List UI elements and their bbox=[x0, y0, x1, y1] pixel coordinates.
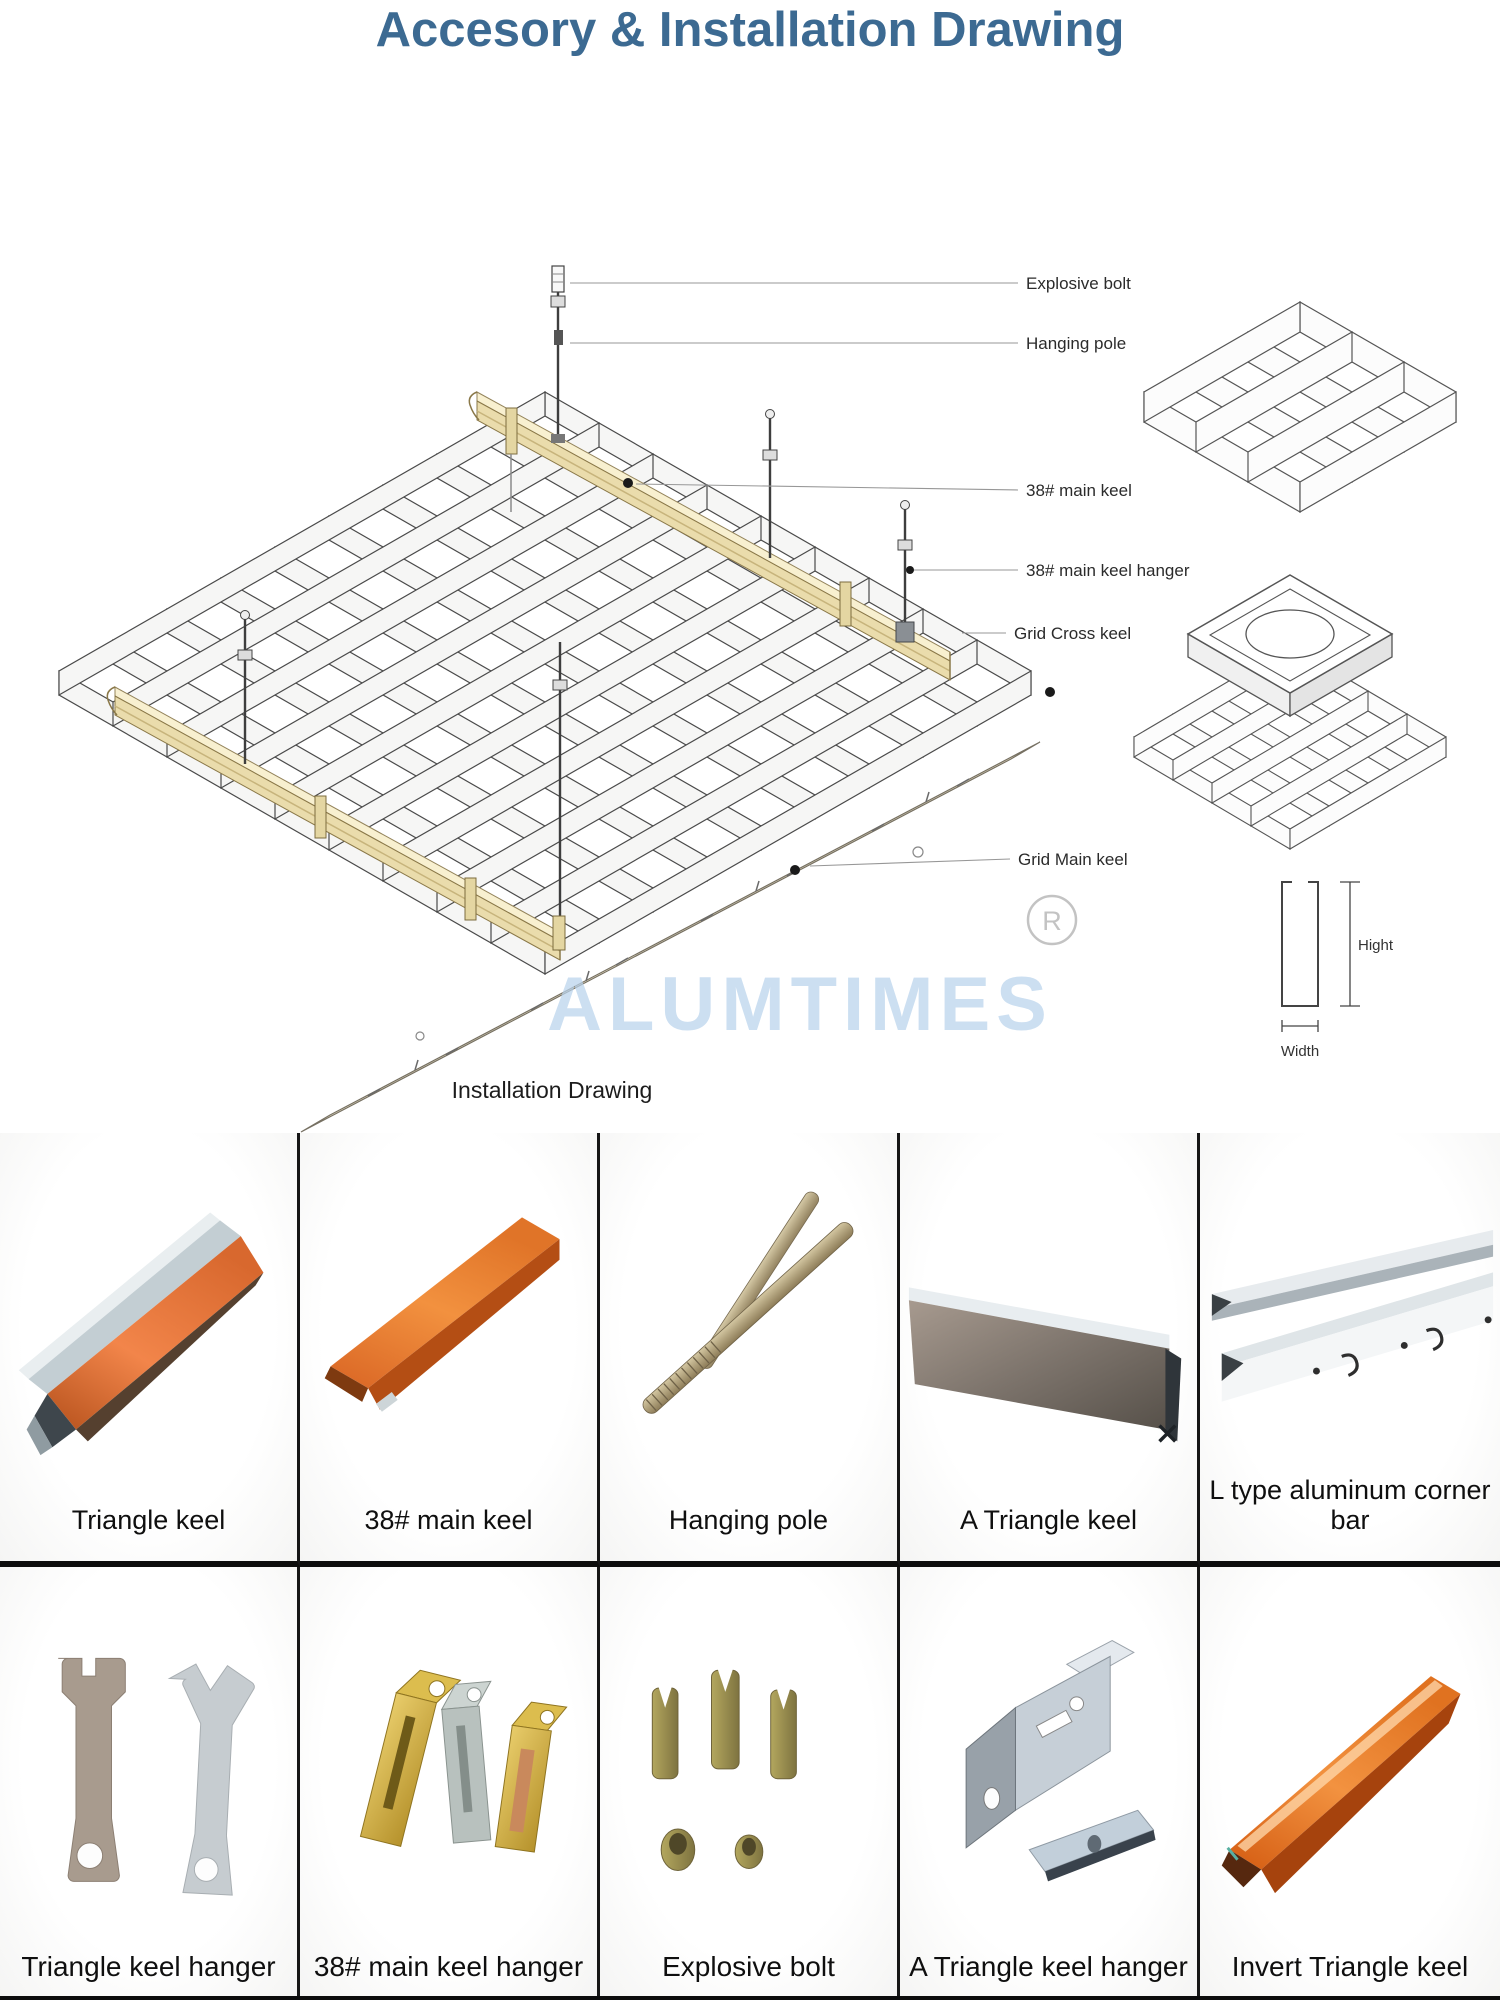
invert-triangle-keel-photo bbox=[1200, 1567, 1500, 1951]
registered-mark: R bbox=[1042, 906, 1062, 936]
detail-cross-keel bbox=[1143, 301, 1457, 513]
product-cell-triangle-keel: Triangle keel bbox=[0, 1133, 300, 1567]
product-label: Hanging pole bbox=[668, 1504, 829, 1535]
product-cell-l-corner-bar: L type aluminum corner bar bbox=[1200, 1133, 1500, 1567]
callout-main-keel-hanger: 38# main keel hanger bbox=[1026, 561, 1190, 580]
callout-main-keel: 38# main keel bbox=[1026, 481, 1132, 500]
height-dimension-label: Hight bbox=[1358, 937, 1394, 954]
triangle-keel-hanger-photo bbox=[0, 1567, 297, 1951]
main-keel-photo bbox=[300, 1133, 597, 1505]
triangle-keel-image bbox=[18, 1212, 263, 1456]
registered-mark-circle bbox=[1026, 894, 1078, 946]
page-title: Accesory & Installation Drawing bbox=[375, 3, 1125, 57]
explosive-bolt-photo bbox=[600, 1567, 897, 1951]
invert-triangle-keel-image bbox=[1221, 1675, 1461, 1893]
a-triangle-keel-photo bbox=[900, 1133, 1197, 1505]
product-table: Triangle keel 38# main keel bbox=[0, 1133, 1500, 2000]
product-cell-explosive-bolt: Explosive bolt bbox=[600, 1567, 900, 1996]
watermark-text: ALUMTIMES bbox=[547, 962, 1053, 1047]
product-cell-a-triangle-keel-hanger: A Triangle keel hanger bbox=[900, 1567, 1200, 1996]
hanging-pole-photo bbox=[600, 1133, 897, 1505]
product-label: A Triangle keel hanger bbox=[909, 1950, 1188, 1982]
product-label: Triangle keel hanger bbox=[21, 1950, 276, 1982]
product-label: 38# main keel hanger bbox=[313, 1950, 584, 1982]
callouts: Explosive bolt Hanging pole 38# main kee… bbox=[570, 274, 1190, 875]
dimension-drawing: Hight Width bbox=[1281, 881, 1394, 1060]
main-keel-image bbox=[324, 1217, 560, 1412]
explosive-bolt-top bbox=[237, 265, 915, 951]
product-label: A Triangle keel bbox=[959, 1504, 1138, 1535]
triangle-keel-photo bbox=[0, 1133, 297, 1505]
l-corner-bar-photo bbox=[1200, 1133, 1500, 1475]
detail-panel-module bbox=[1133, 574, 1447, 850]
callout-hanging-pole: Hanging pole bbox=[1026, 334, 1126, 353]
callout-grid-cross-keel: Grid Cross keel bbox=[1014, 624, 1131, 643]
product-label: Invert Triangle keel bbox=[1231, 1950, 1469, 1982]
product-cell-a-triangle-keel: A Triangle keel bbox=[900, 1133, 1200, 1567]
product-cell-invert-triangle-keel: Invert Triangle keel bbox=[1200, 1567, 1500, 1996]
width-dimension-label: Width bbox=[1281, 1043, 1319, 1060]
product-label: Triangle keel bbox=[71, 1504, 226, 1535]
product-label: L type aluminum corner bar bbox=[1209, 1474, 1491, 1535]
installation-drawing-section: ALUMTIMES R Hight bbox=[0, 120, 1500, 1133]
a-triangle-keel-hanger-image bbox=[965, 1639, 1156, 1882]
product-cell-38-main-keel: 38# main keel bbox=[300, 1133, 600, 1567]
installation-drawing: ALUMTIMES R Hight bbox=[58, 265, 1457, 1133]
main-keel-hanger-photo bbox=[300, 1567, 597, 1951]
product-label: Explosive bolt bbox=[662, 1950, 835, 1982]
drawing-caption: Installation Drawing bbox=[452, 1077, 653, 1103]
main-keel-beam-upper bbox=[468, 391, 951, 681]
hanging-pole-image bbox=[642, 1191, 853, 1414]
a-triangle-keel-image bbox=[908, 1287, 1181, 1443]
l-corner-bar-image bbox=[1211, 1229, 1494, 1402]
product-cell-triangle-keel-hanger: Triangle keel hanger bbox=[0, 1567, 300, 1996]
keel-hanger-straps bbox=[314, 407, 852, 921]
grid-main-keel-strip bbox=[300, 741, 1041, 1133]
watermark: ALUMTIMES R bbox=[415, 846, 1078, 1047]
explosive-bolt-image bbox=[651, 1668, 797, 1871]
a-triangle-keel-hanger-photo bbox=[900, 1567, 1197, 1951]
product-cell-main-keel-hanger: 38# main keel hanger bbox=[300, 1567, 600, 1996]
product-cell-hanging-pole: Hanging pole bbox=[600, 1133, 900, 1567]
callout-explosive-bolt: Explosive bolt bbox=[1026, 274, 1131, 293]
product-label: 38# main keel bbox=[364, 1504, 533, 1535]
triangle-keel-hanger-image bbox=[57, 1657, 255, 1896]
callout-grid-main-keel: Grid Main keel bbox=[1018, 850, 1128, 869]
main-keel-hanger-image bbox=[359, 1669, 568, 1853]
grid-lattice bbox=[58, 391, 1032, 975]
